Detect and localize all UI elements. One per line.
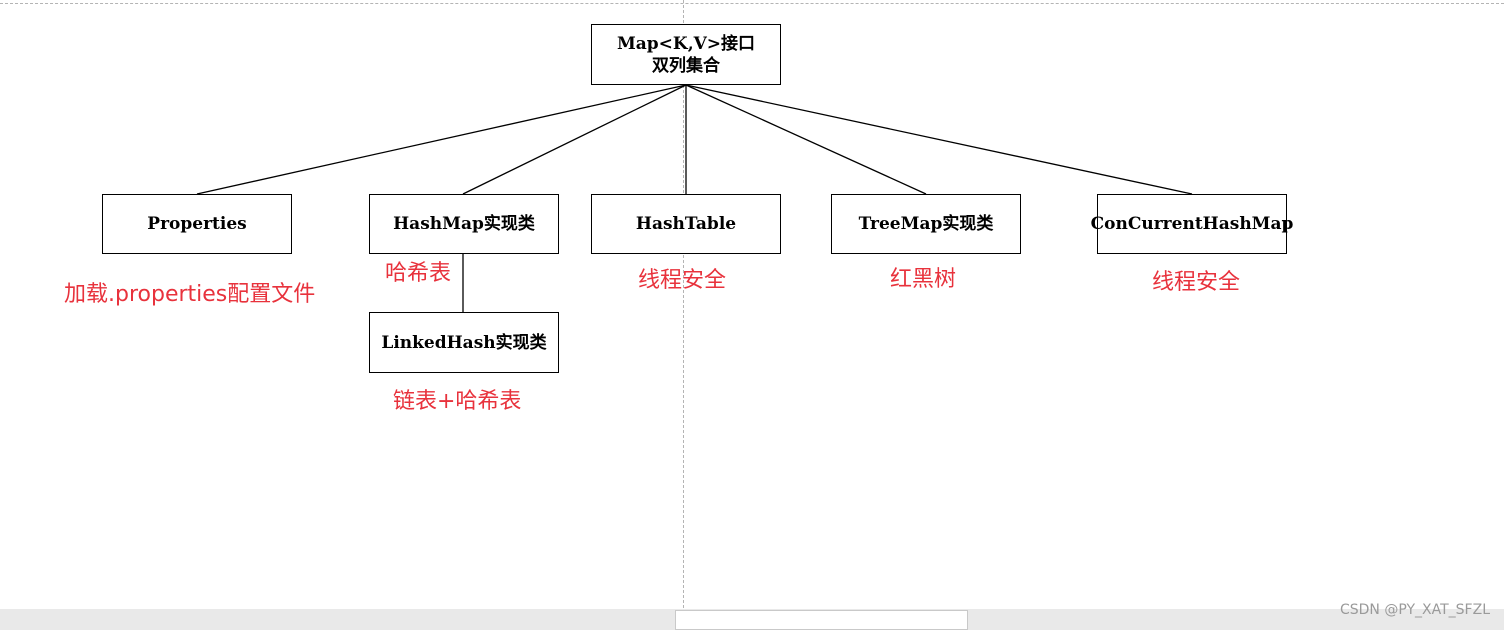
note-properties: 加载.properties配置文件: [64, 282, 316, 307]
note-treemap: 红黑树: [890, 267, 957, 292]
node-hashtable-label: HashTable: [635, 214, 737, 234]
top-guide-line: [0, 3, 1504, 4]
scrollbar-thumb[interactable]: [675, 610, 968, 630]
root-node-title: Map<K,V>接口: [616, 33, 756, 54]
note-concurrenthashmap: 线程安全: [1152, 270, 1241, 295]
node-hashmap-label: HashMap实现类: [393, 214, 535, 234]
node-concurrenthashmap-label: ConCurrentHashMap: [1090, 214, 1294, 234]
node-properties-label: Properties: [147, 214, 247, 234]
node-treemap: TreeMap实现类: [831, 194, 1021, 254]
note-hashmap: 哈希表: [385, 261, 452, 286]
horizontal-scrollbar[interactable]: [0, 609, 1504, 630]
root-node-map-interface: Map<K,V>接口 双列集合: [591, 24, 781, 85]
link-root-hashmap: [462, 84, 687, 195]
root-node-subtitle: 双列集合: [652, 55, 720, 76]
watermark-text: CSDN @PY_XAT_SFZL: [1339, 602, 1490, 618]
node-hashtable: HashTable: [591, 194, 781, 254]
node-treemap-label: TreeMap实现类: [858, 214, 994, 234]
node-linkedhash-label: LinkedHash实现类: [381, 332, 547, 353]
connector-lines: [196, 84, 1193, 312]
note-hashtable: 线程安全: [638, 268, 727, 293]
link-root-properties: [196, 84, 687, 195]
link-root-treemap: [685, 84, 927, 195]
node-concurrenthashmap: ConCurrentHashMap: [1091, 194, 1293, 254]
link-root-concurrenthashmap: [685, 84, 1193, 195]
node-properties: Properties: [102, 194, 292, 254]
node-hashmap: HashMap实现类: [369, 194, 559, 254]
note-linkedhash: 链表+哈希表: [393, 389, 522, 414]
center-guide-line: [683, 0, 684, 608]
node-linkedhash: LinkedHash实现类: [369, 312, 559, 373]
